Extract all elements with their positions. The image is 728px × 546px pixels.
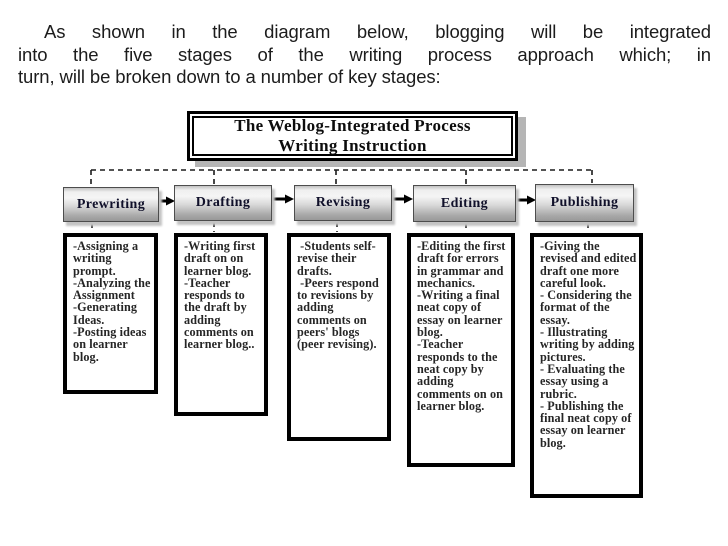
stage-box-prewriting: Prewriting (63, 187, 159, 222)
flow-arrow-drafting-revising (273, 194, 294, 204)
detail-box-drafting: -Writing first draft on on learner blog.… (174, 233, 268, 416)
detail-list-revising: -Students self-revise their drafts. -Pee… (297, 239, 383, 352)
stage-box-editing: Editing (413, 185, 516, 222)
stage-box-revising: Revising (294, 185, 392, 221)
detail-list-drafting: -Writing first draft on on learner blog.… (184, 239, 259, 352)
detail-box-publishing: -Giving the revised and edited draft one… (530, 233, 643, 498)
detail-list-publishing: -Giving the revised and edited draft one… (540, 239, 640, 450)
stage-box-drafting: Drafting (174, 185, 272, 221)
detail-list-editing: -Editing the first draft for errors in g… (417, 239, 509, 413)
stage-label-revising: Revising (315, 195, 371, 210)
stage-label-editing: Editing (440, 195, 489, 211)
stage-label-prewriting: Prewriting (76, 196, 146, 212)
detail-box-revising: -Students self-revise their drafts. -Pee… (287, 233, 391, 441)
stage-box-publishing: Publishing (535, 184, 634, 222)
detail-list-prewriting: -Assigning a writing prompt.-Analyzing t… (73, 239, 154, 364)
stage-label-publishing: Publishing (550, 195, 619, 210)
detail-box-prewriting: -Assigning a writing prompt.-Analyzing t… (63, 233, 158, 394)
flow-arrow-revising-editing (393, 194, 413, 204)
detail-box-editing: -Editing the first draft for errors in g… (407, 233, 515, 467)
flow-arrow-editing-publishing (517, 195, 536, 205)
flow-arrow-prewriting-drafting (160, 196, 175, 206)
intro-paragraph: As shown in the diagram below, blogging … (18, 21, 711, 87)
stage-label-drafting: Drafting (195, 195, 251, 210)
